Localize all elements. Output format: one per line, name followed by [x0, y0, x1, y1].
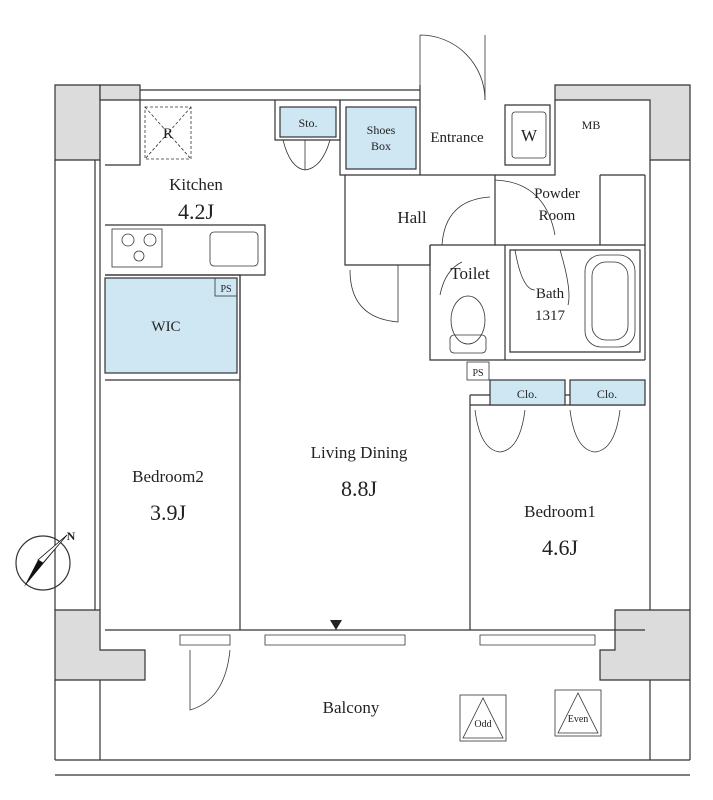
washer-label: W: [521, 126, 538, 145]
balcony-label: Balcony: [323, 698, 380, 717]
exterior-walls: [54, 84, 691, 681]
wic-label: WIC: [151, 319, 180, 335]
living-dining-size: 8.8J: [341, 476, 378, 501]
kitchen-label: Kitchen: [169, 175, 223, 194]
pipe-space-2-box: [466, 361, 490, 381]
closet-1-label: Clo.: [517, 387, 537, 401]
bedroom2-label: Bedroom2: [132, 467, 204, 486]
even-label: Even: [568, 714, 589, 725]
powder-room-label-1: Powder: [534, 186, 580, 202]
pipe-space-1-label: PS: [220, 284, 231, 295]
kitchen-size: 4.2J: [178, 199, 215, 224]
bedroom1-label: Bedroom1: [524, 502, 596, 521]
pipe-space-2-label: PS: [472, 368, 483, 379]
compass-label: N: [67, 529, 76, 543]
pipe-space-1-box: [214, 277, 238, 297]
closet-2-box: [569, 379, 646, 406]
bath-size: 1317: [535, 308, 566, 324]
fridge-label: R: [163, 126, 173, 142]
odd-label: Odd: [474, 719, 491, 730]
meter-box-label: MB: [582, 118, 601, 132]
entrance-marker-icon: [330, 620, 342, 630]
closet-1-box: [489, 379, 566, 406]
bedroom1-size: 4.6J: [542, 535, 579, 560]
entrance-label: Entrance: [430, 130, 484, 146]
powder-room-label-2: Room: [539, 208, 576, 224]
outdoor-unit-even: [554, 689, 602, 737]
outdoor-unit-odd: [459, 694, 507, 742]
compass-icon: [15, 534, 71, 591]
closet-2-label: Clo.: [597, 387, 617, 401]
living-dining-label: Living Dining: [311, 443, 408, 462]
storage-box: [279, 106, 337, 138]
toilet-label: Toilet: [450, 264, 490, 283]
bath-label: Bath: [536, 286, 565, 302]
shoes-box-label-2: Box: [371, 139, 391, 153]
shoes-box-label-1: Shoes: [367, 123, 396, 137]
hall-label: Hall: [397, 208, 427, 227]
bedroom2-size: 3.9J: [150, 500, 187, 525]
fridge-box: [144, 106, 192, 160]
interior-walls: [54, 85, 691, 776]
shoes-box: [345, 106, 417, 170]
doors: [189, 34, 621, 711]
storage-label: Sto.: [298, 116, 317, 130]
